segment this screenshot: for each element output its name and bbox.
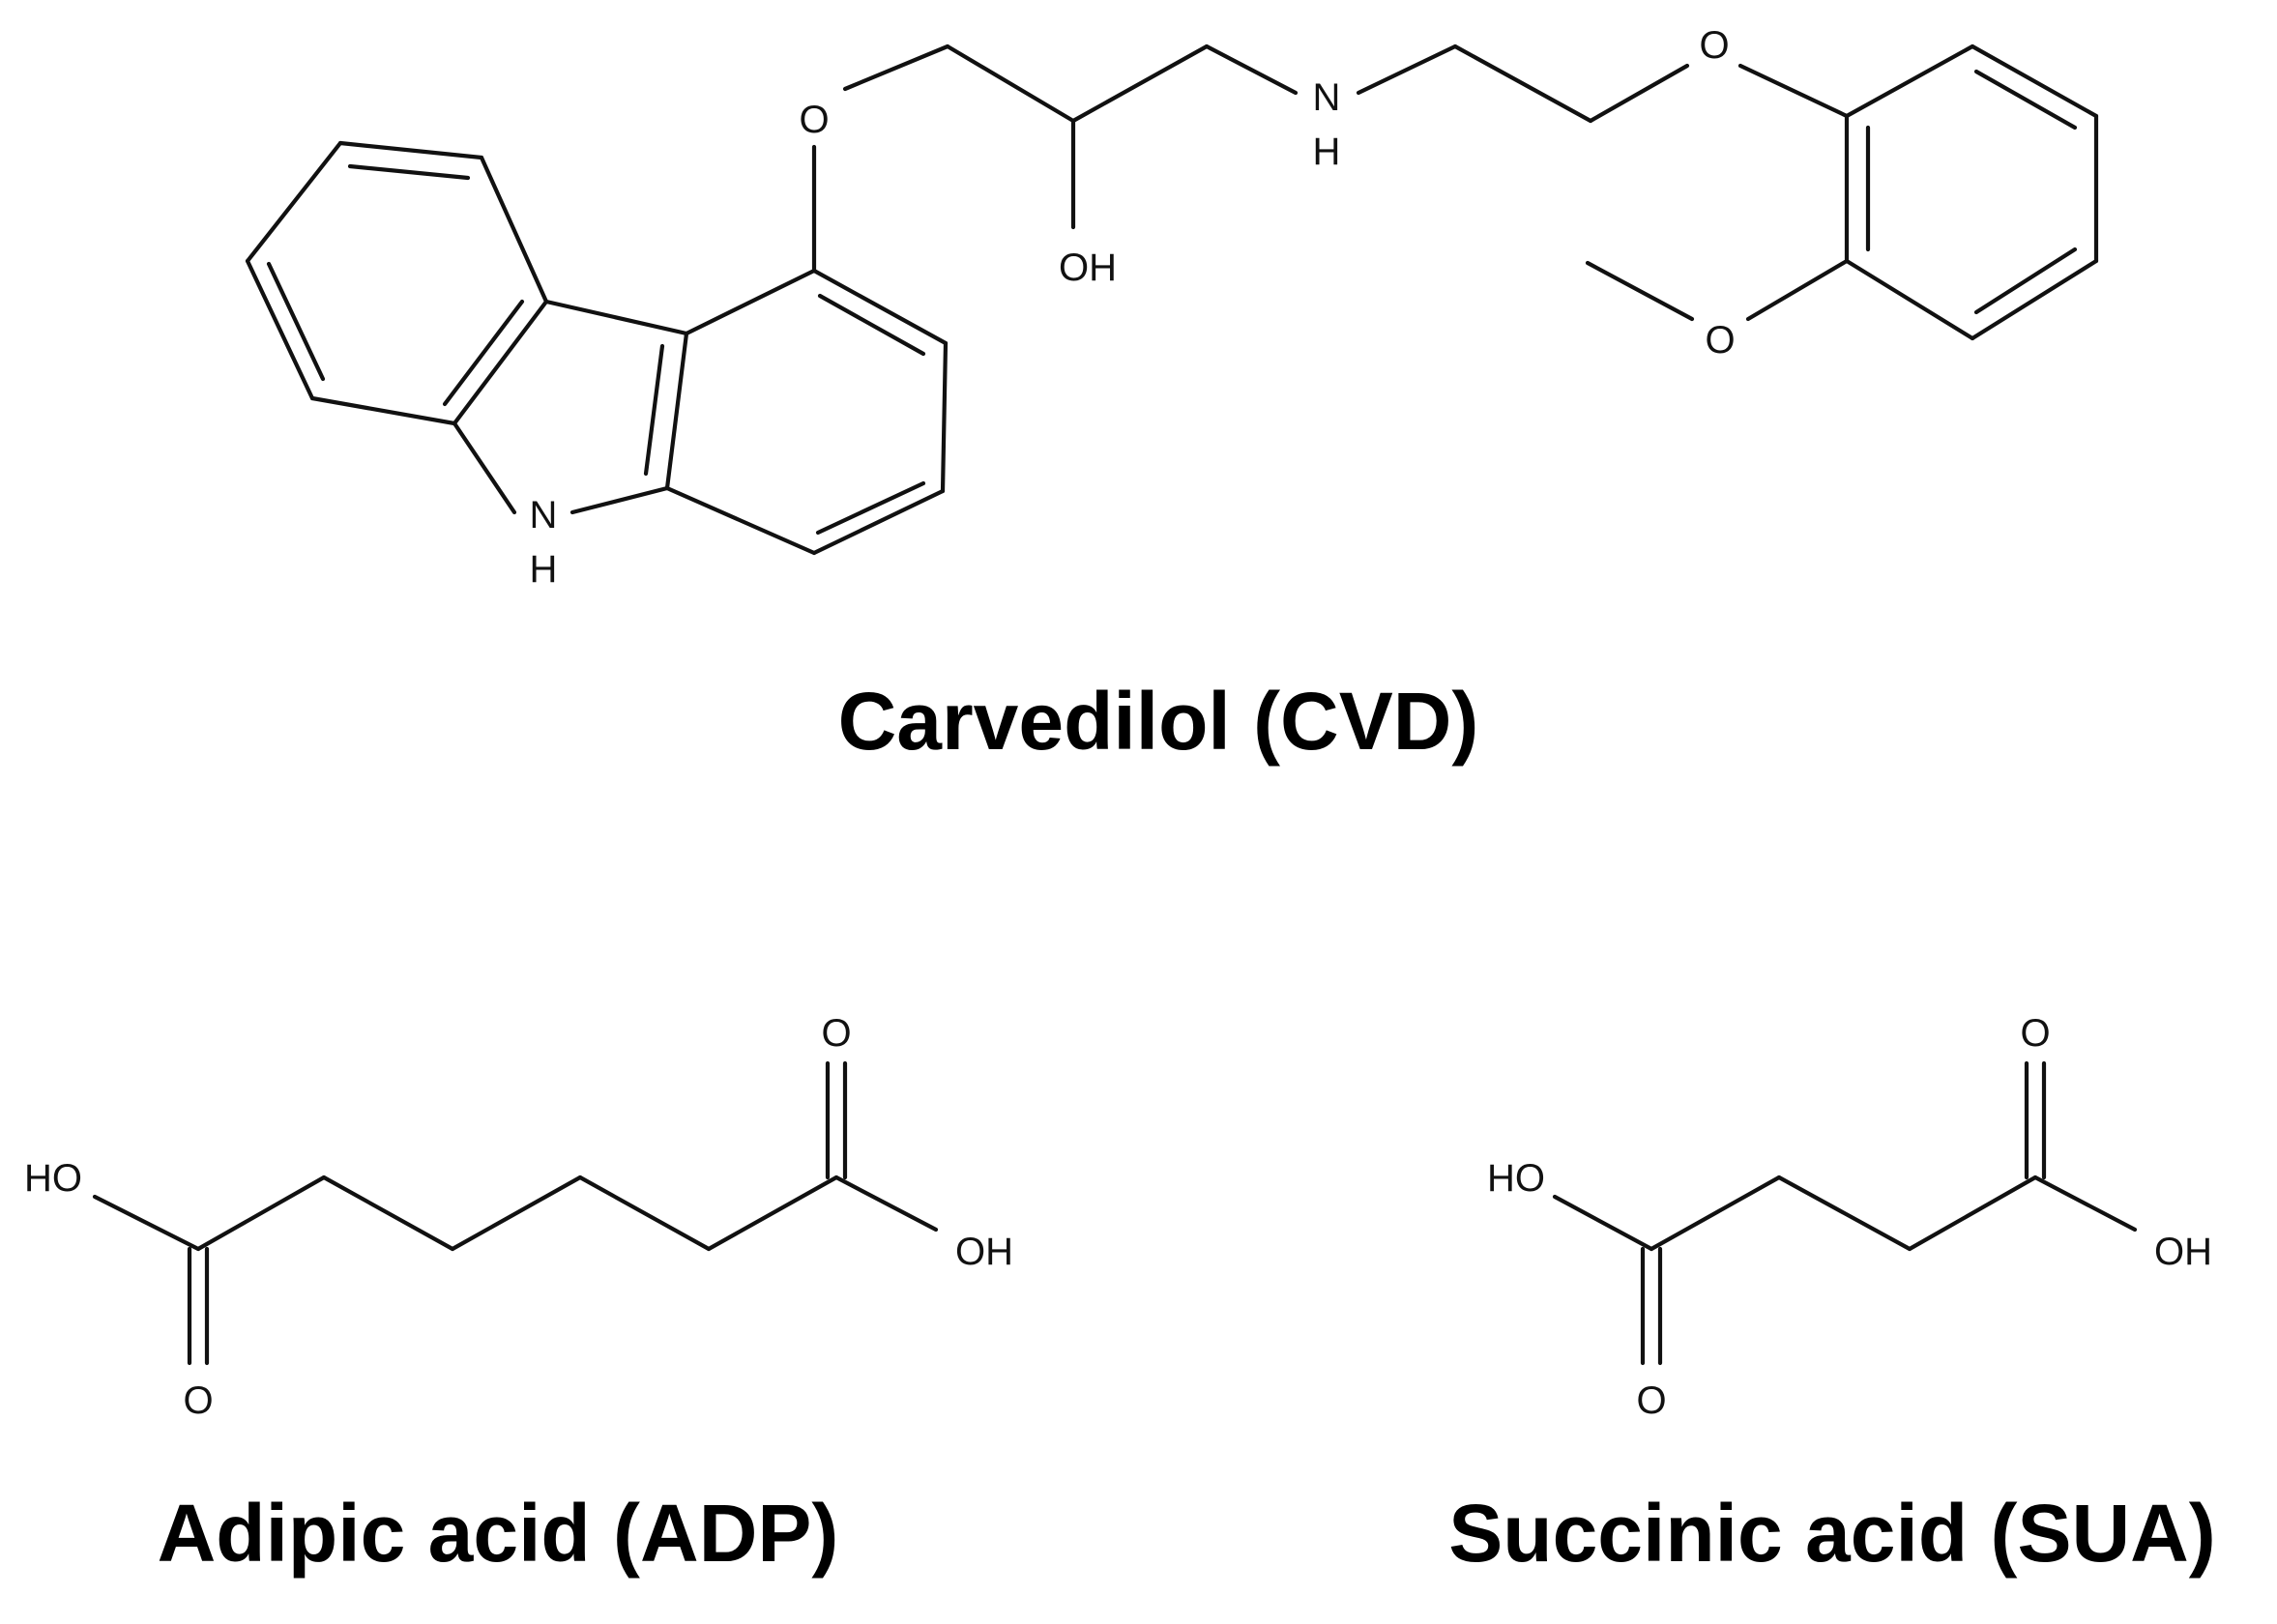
carbazole-left-benzene-ring <box>245 140 549 426</box>
methoxy-oxygen-label: O <box>1705 319 1735 362</box>
amine-nitrogen-label: N <box>1313 76 1341 119</box>
methoxyphenyl-ring <box>1585 44 2099 341</box>
aryl-ether-oxygen-label: O <box>1699 24 1729 67</box>
carbazole-hydrogen-label: H <box>530 548 558 591</box>
adipic-acid-caption: Adipic acid (ADP) <box>158 1488 839 1579</box>
adipic-oh-label: OH <box>955 1231 1013 1273</box>
succinic-acid-caption: Succinic acid (SUA) <box>1448 1488 2216 1579</box>
carbazole-nitrogen-label: N <box>530 494 558 536</box>
carvedilol-caption: Carvedilol (CVD) <box>838 676 1479 767</box>
amine-hydrogen-label: H <box>1313 130 1341 173</box>
adipic-lower-oxygen-label: O <box>183 1379 213 1422</box>
succinic-oh-label: OH <box>2154 1231 2212 1273</box>
carvedilol-structure: O OH N H O O N H Carvedilol (CVD) <box>245 24 2099 767</box>
adipic-ho-label: HO <box>24 1157 82 1200</box>
hydroxyl-label: OH <box>1059 246 1117 289</box>
adipic-acid-structure: HO O O OH Adipic acid (ADP) <box>24 1012 1013 1579</box>
carbazole-right-benzene-ring <box>664 268 949 556</box>
adipic-upper-oxygen-label: O <box>821 1012 851 1055</box>
succinic-upper-oxygen-label: O <box>2020 1012 2050 1055</box>
ether-oxygen-label: O <box>799 99 829 141</box>
succinic-acid-structure: HO O O OH Succinic acid (SUA) <box>1448 1012 2216 1579</box>
carbazole-pyrrole-ring <box>452 299 689 515</box>
succinic-ho-label: HO <box>1487 1157 1545 1200</box>
carvedilol-side-chain <box>811 44 1850 274</box>
succinic-lower-oxygen-label: O <box>1636 1379 1666 1422</box>
